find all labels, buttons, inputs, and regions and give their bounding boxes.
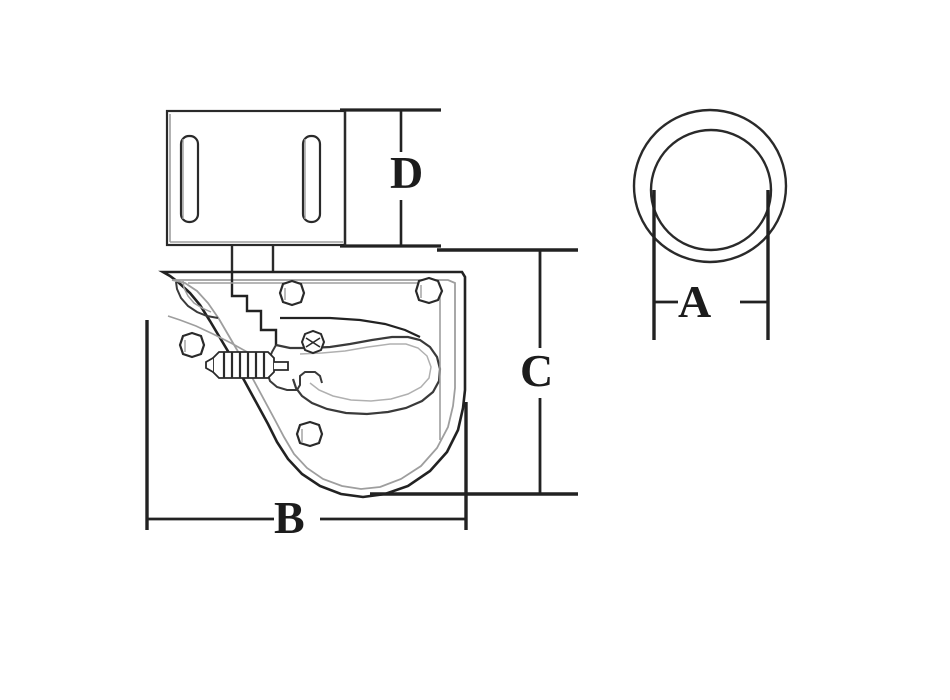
dimension-label-A: A — [678, 276, 712, 327]
latch-gate — [188, 272, 442, 440]
connecting-tab — [230, 245, 275, 272]
dimension-A — [652, 190, 770, 340]
eye-inner-circle — [649, 128, 773, 252]
connecting-tab-sides — [230, 245, 275, 272]
dimension-label-B: B — [274, 492, 305, 543]
end-view — [632, 108, 788, 264]
coil-spring — [205, 351, 289, 379]
spring-coils — [222, 352, 266, 378]
hook-body — [158, 270, 467, 499]
mounting-plate — [165, 109, 347, 247]
plate-slot-right — [301, 134, 322, 224]
dimension-B — [145, 320, 468, 530]
spring-left-cap — [205, 357, 214, 373]
rivet-upper-left — [278, 279, 306, 307]
gate-lobe-inner — [299, 343, 432, 402]
dimension-label-D: D — [390, 147, 424, 198]
hook-body-outline — [158, 270, 467, 499]
gate-shelf — [280, 316, 421, 338]
hook-body-inner-offset — [171, 279, 456, 490]
spring-envelope — [212, 351, 275, 379]
screw-head-slot-icon — [305, 337, 321, 348]
latch-step-profile — [230, 272, 278, 345]
dimension-D — [340, 108, 441, 248]
rivet-lower — [295, 420, 324, 448]
spring-shaft — [274, 361, 289, 371]
fasteners — [178, 276, 444, 448]
hook-throat-curve — [175, 281, 219, 319]
rivet-left — [178, 331, 206, 359]
plate-slot-left — [179, 134, 200, 224]
left-boss-edge — [167, 315, 250, 354]
dimension-label-C: C — [520, 345, 554, 396]
hook-throat-curve-inner — [182, 280, 212, 313]
rivet-upper-right — [414, 276, 444, 305]
